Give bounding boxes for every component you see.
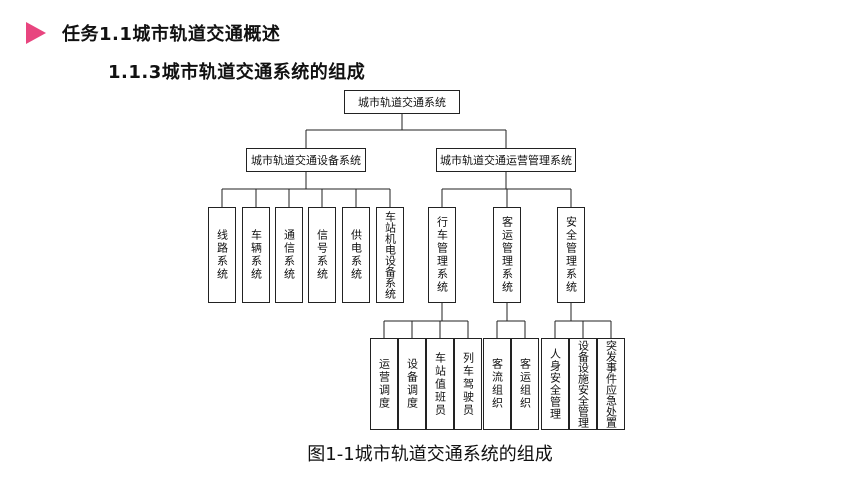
figure-caption: 图1-1城市轨道交通系统的组成 <box>307 444 553 465</box>
power-supply-system-node: 供电系统 <box>342 207 370 303</box>
personal-safety-node: 人身安全管理 <box>541 338 569 430</box>
passenger-management-node: 客运管理系统 <box>493 207 521 303</box>
communication-system-node: 通信系统 <box>275 207 303 303</box>
task-title: 任务1.1城市轨道交通概述 <box>62 24 281 45</box>
equipment-dispatch-node: 设备调度 <box>398 338 426 430</box>
vehicle-system-node: 车辆系统 <box>242 207 270 303</box>
signal-system-node: 信号系统 <box>308 207 336 303</box>
passenger-flow-node: 客流组织 <box>483 338 511 430</box>
emergency-handling-node: 突发事件应急处置 <box>597 338 625 430</box>
station-equipment-system-node: 车站机电设备系统 <box>376 207 404 303</box>
train-management-node: 行车管理系统 <box>428 207 456 303</box>
operation-dispatch-node: 运营调度 <box>370 338 398 430</box>
section-title: 1.1.3城市轨道交通系统的组成 <box>108 62 366 83</box>
equipment-system-node: 城市轨道交通设备系统 <box>246 148 366 172</box>
line-system-node: 线路系统 <box>208 207 236 303</box>
safety-management-node: 安全管理系统 <box>557 207 585 303</box>
operation-management-node: 城市轨道交通运营管理系统 <box>436 148 576 172</box>
root-node: 城市轨道交通系统 <box>344 90 460 114</box>
train-driver-node: 列车驾驶员 <box>454 338 482 430</box>
station-duty-node: 车站值班员 <box>426 338 454 430</box>
passenger-transport-node: 客运组织 <box>511 338 539 430</box>
pink-triangle-marker-icon <box>26 22 46 44</box>
facility-safety-node: 设备设施安全管理 <box>569 338 597 430</box>
